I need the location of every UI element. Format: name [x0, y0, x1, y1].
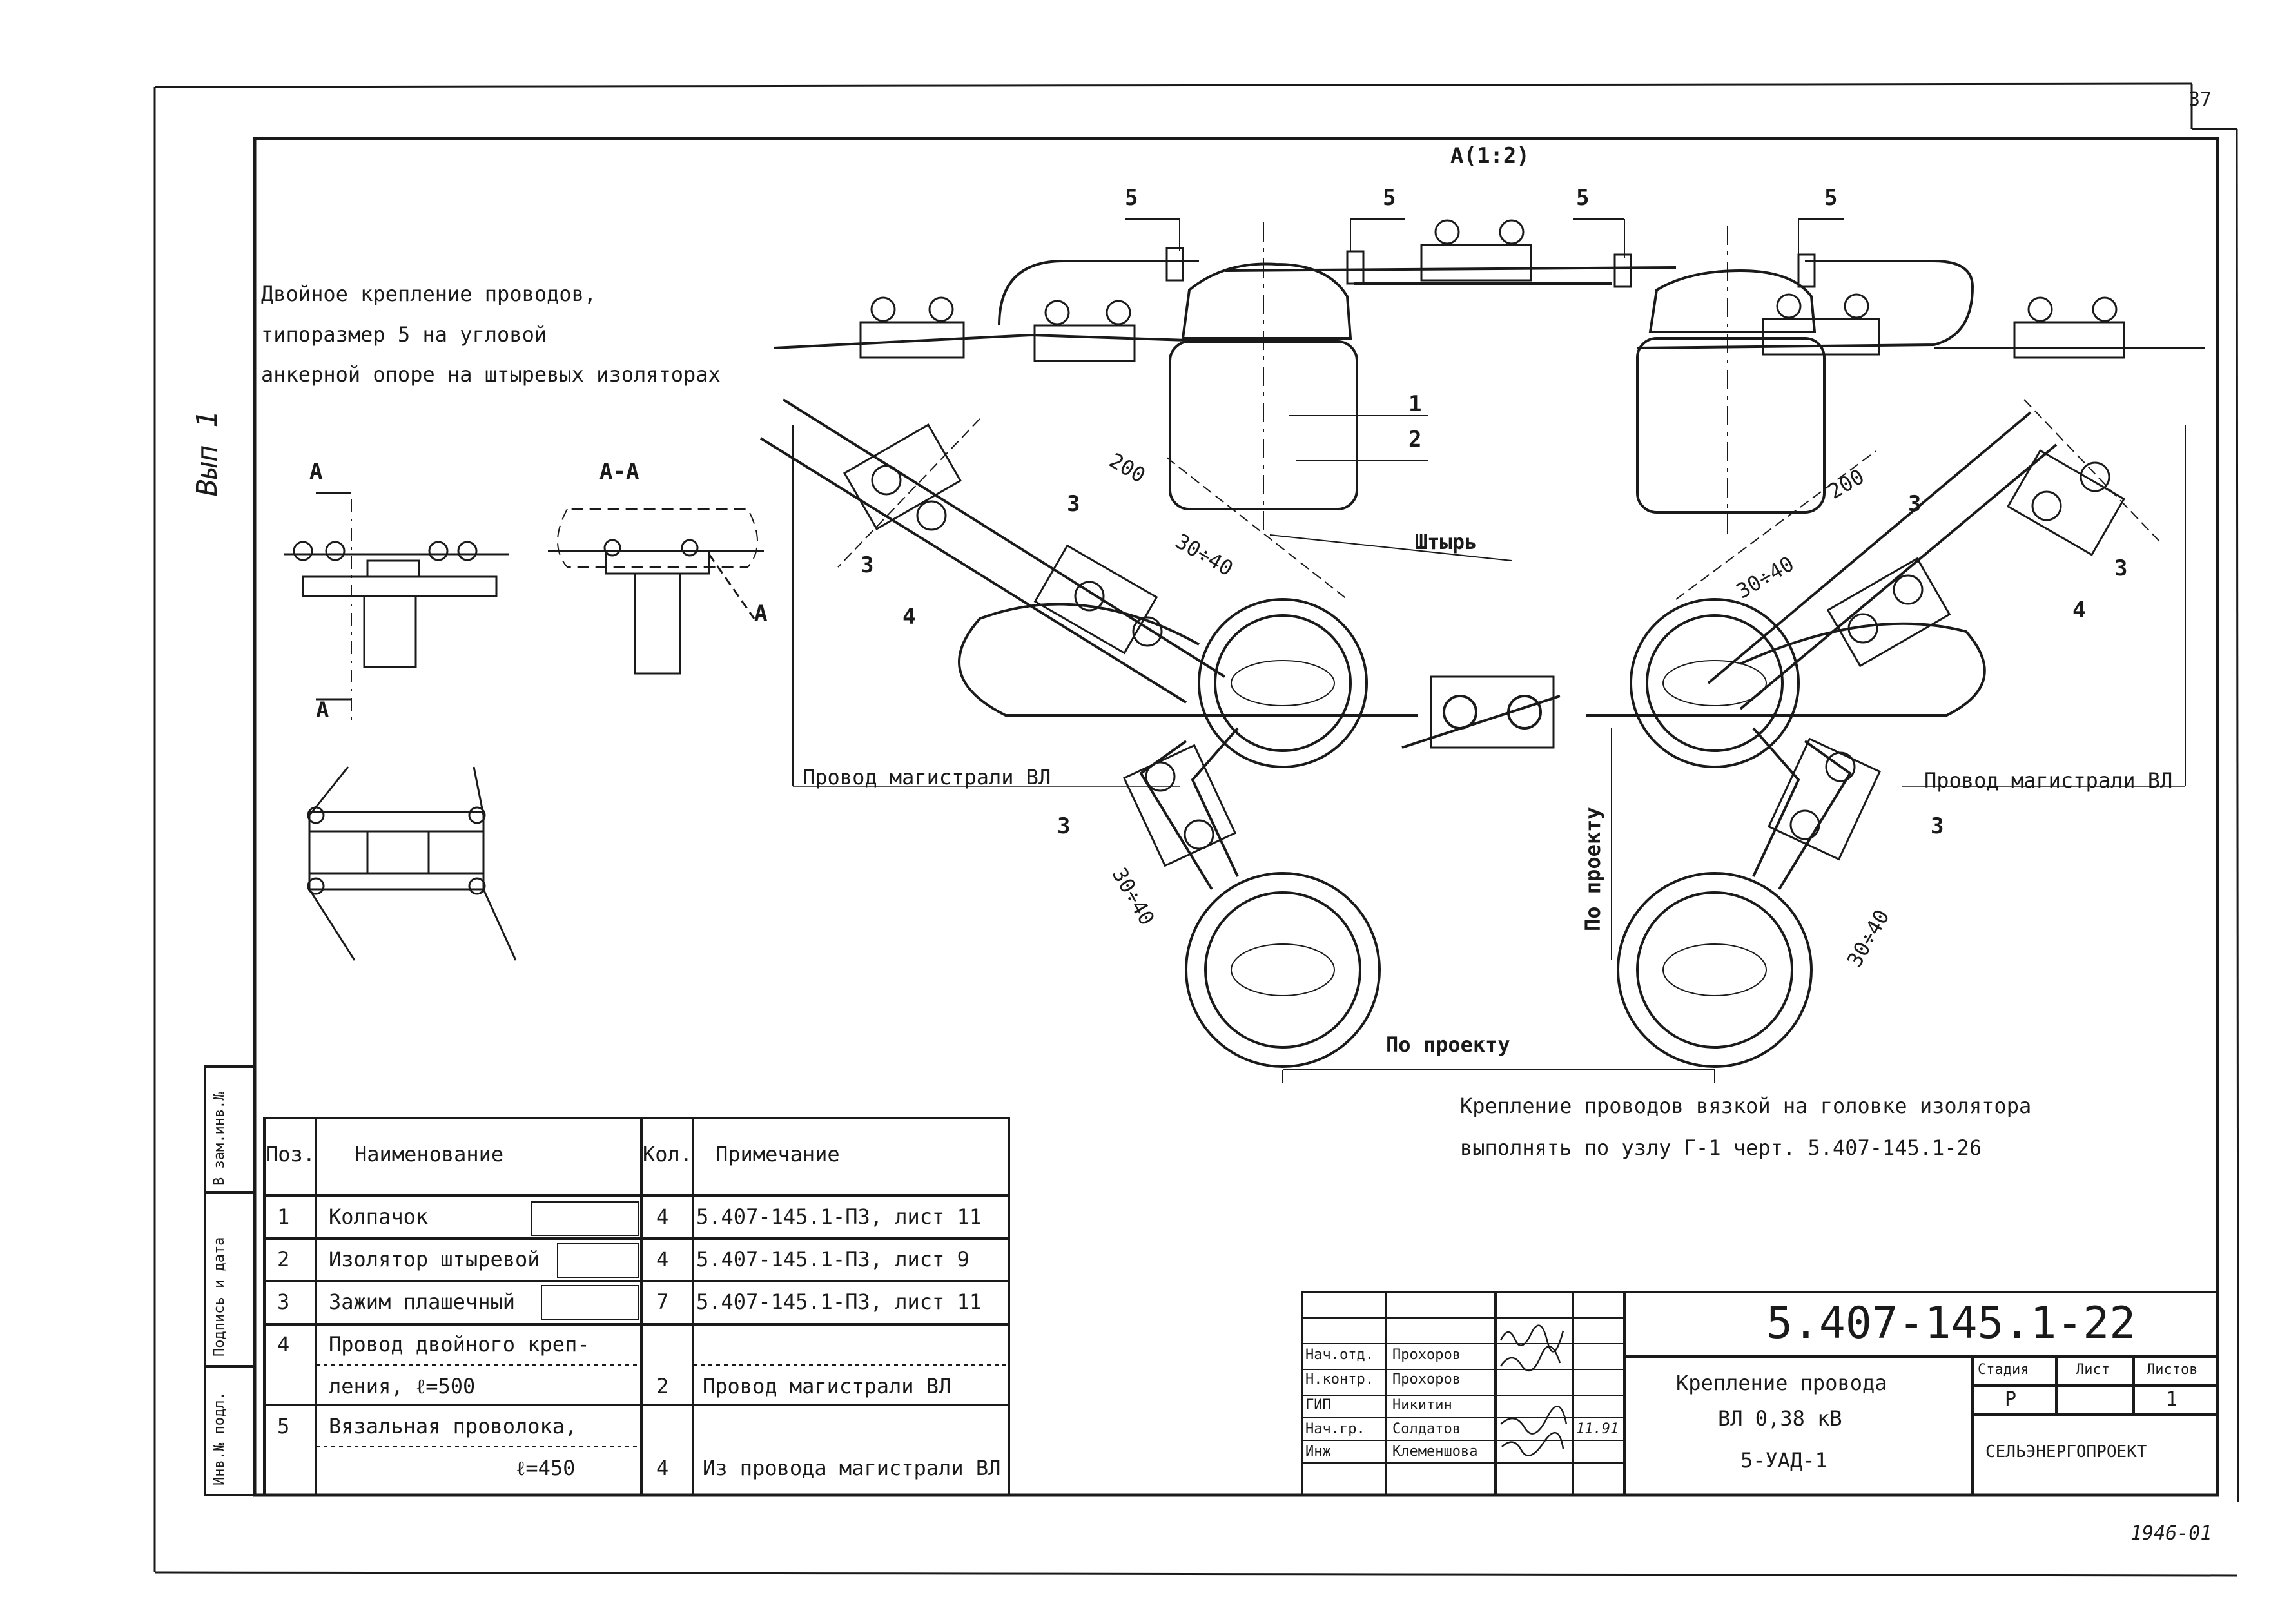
description-line-2: типоразмер 5 на угловой: [261, 322, 547, 347]
insulator-right: [1648, 269, 1817, 333]
row-pos: 5: [277, 1414, 290, 1438]
callout-4: 4: [2072, 597, 2086, 623]
clamps-top: [859, 219, 2125, 362]
sheet-frame: [153, 82, 2239, 1577]
sketch-plan-bottom: [307, 766, 517, 961]
row-name-cont: ления, ℓ=500: [329, 1374, 476, 1398]
row-name-cont: ℓ=450: [516, 1456, 576, 1480]
sheets-header: Листов: [2147, 1362, 2198, 1378]
row-note: Из провода магистрали ВЛ: [703, 1456, 1001, 1480]
role-label: Нач.отд.: [1305, 1347, 1374, 1363]
row-name: Зажим плашечный: [329, 1290, 515, 1314]
section-label-a: А: [316, 697, 329, 723]
sheets-value: 1: [2166, 1388, 2178, 1411]
insulator-left: [1181, 262, 1352, 340]
header-name: Наименование: [355, 1142, 504, 1166]
role-name: Клеменшова: [1392, 1444, 1478, 1460]
callout-1: 1: [1408, 391, 1422, 417]
role-name: Прохоров: [1392, 1347, 1461, 1363]
note-line-1: Крепление проводов вязкой на головке изо…: [1460, 1094, 2032, 1118]
bottom-note: 1946-01: [2130, 1522, 2212, 1545]
row-note: Провод магистрали ВЛ: [703, 1374, 951, 1398]
row-name: Колпачок: [329, 1204, 429, 1229]
binding-wraps: [1165, 247, 1816, 288]
callout-3: 3: [2114, 556, 2128, 581]
sheet-header: Лист: [2076, 1362, 2110, 1378]
row-name: Изолятор штыревой: [329, 1247, 540, 1271]
row-note: 5.407-145.1-ПЗ, лист 11: [696, 1290, 982, 1314]
stage-header: Стадия: [1978, 1362, 2029, 1378]
section-label-a: А: [754, 601, 768, 626]
row-qty: 7: [656, 1290, 669, 1314]
callout-5: 5: [1383, 185, 1396, 211]
sign-date: 11.91: [1576, 1421, 1619, 1437]
callout-pin: Штырь: [1415, 530, 1477, 554]
leader-lines: [792, 218, 2186, 1083]
header-pos: Поз.: [266, 1142, 316, 1166]
role-label: Нач.гр.: [1305, 1421, 1365, 1437]
callout-5: 5: [1824, 185, 1838, 211]
row-note: 5.407-145.1-ПЗ, лист 9: [696, 1247, 969, 1271]
role-label: Н.контр.: [1305, 1371, 1374, 1387]
title-line-2: ВЛ 0,38 кВ: [1718, 1406, 1842, 1431]
role-name: Прохоров: [1392, 1371, 1461, 1387]
dimension-by-project: По проекту: [1386, 1032, 1510, 1057]
sketch-section-a-a: [548, 508, 764, 675]
row-qty: 4: [656, 1247, 669, 1271]
row-pos: 4: [277, 1332, 290, 1357]
callout-5: 5: [1125, 185, 1138, 211]
section-label-a-a: А-А: [599, 459, 639, 485]
callout-4: 4: [902, 604, 916, 630]
header-qty: Кол.: [643, 1142, 693, 1166]
dimension-by-project-vertical: По проекту: [1581, 807, 1605, 931]
callout-5: 5: [1576, 185, 1590, 211]
clamps-diagonal: [843, 423, 2126, 867]
role-name: Никитин: [1392, 1397, 1452, 1413]
sketch-plan-top: [284, 492, 509, 725]
callout-2: 2: [1408, 427, 1422, 452]
row-qty: 2: [656, 1374, 669, 1398]
row-pos: 1: [277, 1204, 290, 1229]
row-name: Вязальная проволока,: [329, 1414, 578, 1438]
header-note: Примечание: [716, 1142, 840, 1166]
callout-3: 3: [1931, 813, 1944, 839]
doc-number: 5.407-145.1-22: [1766, 1298, 2136, 1349]
role-label: Инж: [1305, 1444, 1331, 1460]
callout-3: 3: [861, 552, 874, 578]
callout-3: 3: [1908, 491, 1922, 517]
row-pos: 3: [277, 1290, 290, 1314]
wire-label-left: Провод магистрали ВЛ: [803, 765, 1051, 789]
margin-label: В зам.инв.№: [211, 1092, 228, 1186]
row-qty: 4: [656, 1204, 669, 1229]
callout-3: 3: [1067, 491, 1080, 517]
spec-table-grid: [263, 1117, 1010, 1496]
main-view: [759, 218, 2205, 1083]
callout-3: 3: [1057, 813, 1071, 839]
note-line-2: выполнять по узлу Г-1 черт. 5.407-145.1-…: [1460, 1136, 1982, 1160]
title-line-3: 5-УАД-1: [1740, 1448, 1827, 1473]
description-line-1: Двойное крепление проводов,: [261, 282, 597, 306]
role-label: ГИП: [1305, 1397, 1331, 1413]
organization: СЕЛЬЭНЕРГОПРОЕКТ: [1985, 1442, 2147, 1462]
row-qty: 4: [656, 1456, 669, 1480]
section-label-a: А: [309, 459, 323, 485]
wire-label-right: Провод магистрали ВЛ: [1924, 768, 2173, 793]
page-number: 37: [2188, 88, 2212, 111]
margin-label: Инв.№ подл.: [211, 1391, 228, 1485]
row-name: Провод двойного креп-: [329, 1332, 590, 1357]
margin-label: Подпись и дата: [211, 1237, 228, 1357]
role-name: Солдатов: [1392, 1421, 1461, 1437]
row-pos: 2: [277, 1247, 290, 1271]
view-title: А(1:2): [1450, 143, 1530, 169]
title-block-grid: [1301, 1291, 2219, 1496]
row-note: 5.407-145.1-ПЗ, лист 11: [696, 1204, 982, 1229]
description-line-3: анкерной опоре на штыревых изоляторах: [261, 362, 721, 387]
stage-value: Р: [2005, 1388, 2017, 1411]
title-line-1: Крепление провода: [1676, 1371, 1887, 1395]
signatures: [1499, 1324, 1568, 1456]
side-stamp: Вып 1: [191, 411, 224, 496]
